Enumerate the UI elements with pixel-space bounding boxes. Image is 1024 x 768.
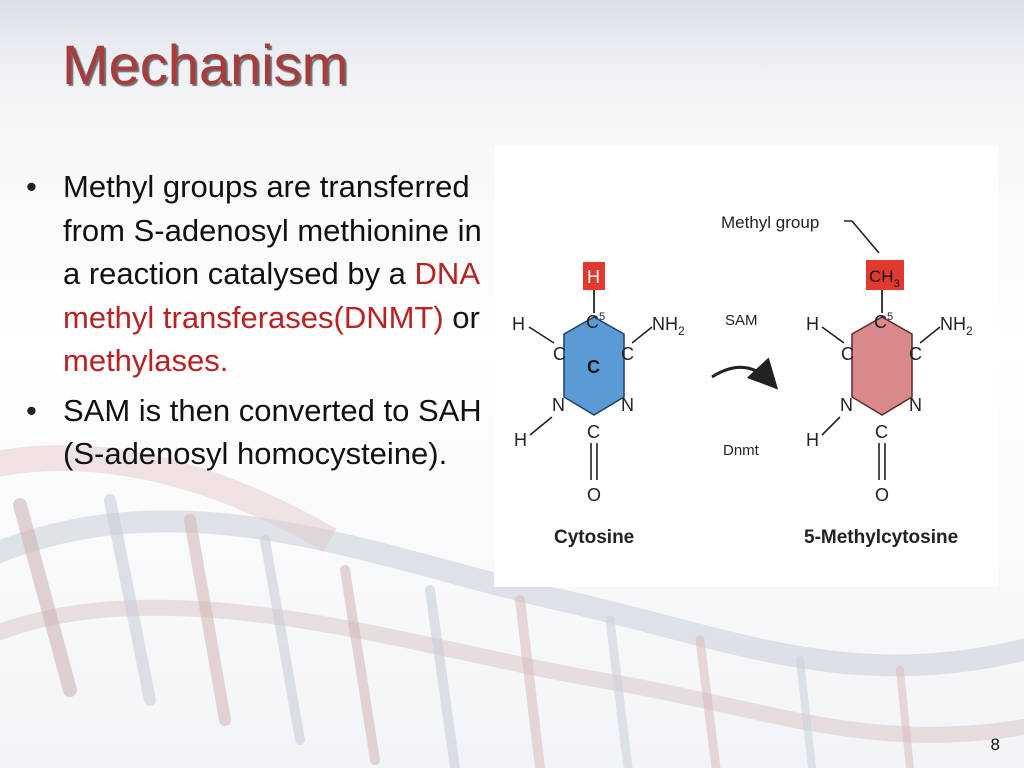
cytosine-molecule: C H C5 H C C NH2 N N H C O [512, 262, 685, 548]
bullet-list: Methyl groups are transferred from S-ade… [26, 165, 486, 482]
slide-title: Mechanism [62, 33, 349, 96]
bullet-item: Methyl groups are transferred from S-ade… [26, 165, 486, 383]
hydrogen-substituent: H [587, 267, 600, 287]
page-number: 8 [990, 735, 1000, 754]
cytosine-label: Cytosine [554, 527, 634, 548]
amine-group: NH2 [652, 314, 685, 338]
atom-c-right: C [621, 344, 634, 364]
atom-c-right: C [909, 344, 922, 364]
hydrogen-bottom: H [806, 430, 819, 450]
atom-n-right: N [909, 395, 922, 415]
amine-group: NH2 [940, 314, 973, 338]
highlight-methylases: methylases. [63, 343, 229, 378]
bullet-item: SAM is then converted to SAH (S-adenosyl… [26, 389, 486, 476]
bullet-text-middle: or [443, 299, 480, 335]
methylation-diagram: Methyl group C H C5 H C C NH2 N N H [494, 145, 998, 587]
cytosine-ring-label: C [587, 357, 600, 377]
hydrogen-bottom: H [514, 430, 527, 450]
methyl-highlight-box [866, 260, 904, 290]
dnmt-label: Dnmt [723, 442, 760, 459]
atom-c-bottom: C [587, 422, 600, 442]
atom-c5: C5 [874, 311, 893, 332]
reaction-arrow: SAM Dnmt [711, 312, 779, 459]
bullet-text: Methyl groups are transferred from S-ade… [63, 169, 482, 291]
cytosine-ring [563, 316, 625, 416]
bullet-text: SAM is then converted to SAH (S-adenosyl… [63, 392, 482, 472]
methylcytosine-ring [851, 316, 913, 416]
methyl-substituent: CH3 [869, 267, 900, 290]
sam-label: SAM [725, 312, 758, 329]
atom-c-bottom: C [875, 422, 888, 442]
atom-n-left: N [840, 395, 853, 415]
methyl-group-label: Methyl group [721, 213, 819, 232]
atom-n-right: N [621, 395, 634, 415]
atom-c5: C5 [586, 311, 605, 332]
methylcytosine-molecule: CH3 C5 H C C NH2 N N H C O 5-Methylcytos… [804, 260, 973, 548]
highlight-dnmt: DNA methyl transferases(DNMT) [63, 256, 479, 335]
hydrogen-highlight-box [583, 262, 605, 290]
oxygen-atom: O [875, 485, 889, 505]
methylcytosine-label: 5-Methylcytosine [804, 527, 958, 548]
atom-c-left: C [553, 344, 566, 364]
hydrogen-left: H [512, 314, 525, 334]
callout-line [844, 220, 880, 254]
atom-c-left: C [841, 344, 854, 364]
hydrogen-left: H [806, 314, 819, 334]
oxygen-atom: O [587, 485, 601, 505]
atom-n-left: N [552, 395, 565, 415]
